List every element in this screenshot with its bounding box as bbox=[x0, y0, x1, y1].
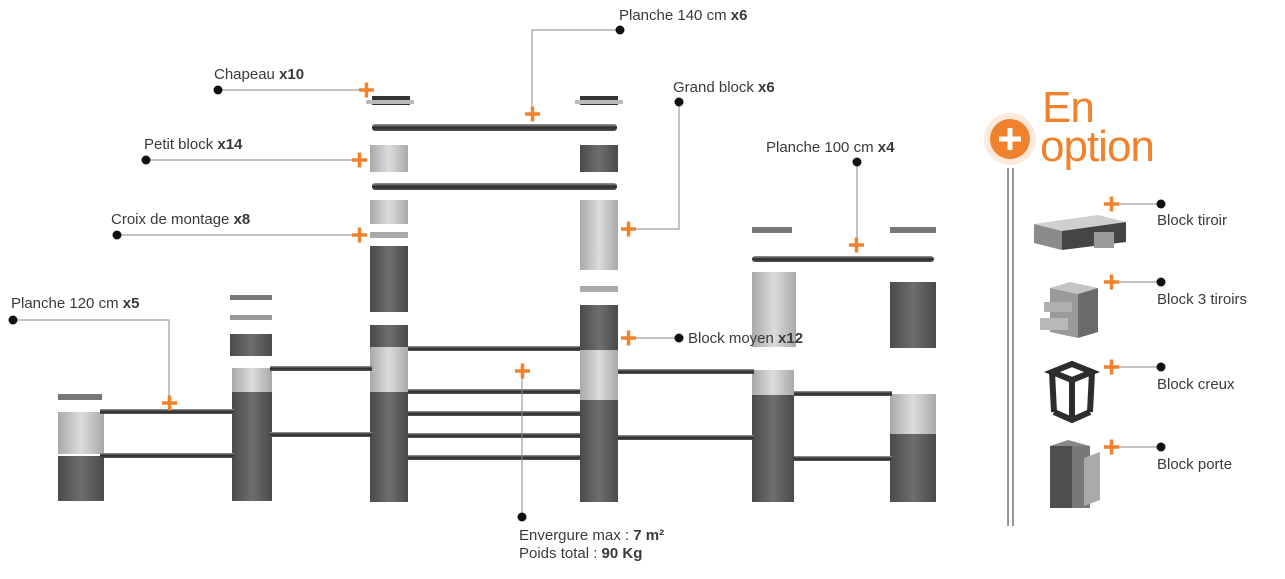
label-block-moyen: Block moyen x12 bbox=[688, 330, 803, 348]
drawer-block-icon bbox=[1034, 215, 1126, 250]
kit-summary: Envergure max : 7 m² Poids total : 90 Kg bbox=[519, 527, 664, 563]
option-label-block-tiroir: Block tiroir bbox=[1157, 212, 1227, 229]
qty-planche-140: x6 bbox=[731, 7, 748, 24]
option-plus-icon bbox=[984, 113, 1036, 165]
option-label-block-porte: Block porte bbox=[1157, 456, 1232, 473]
qty-block-moyen: x12 bbox=[778, 330, 803, 347]
label-planche-140: Planche 140 cm x6 bbox=[619, 7, 747, 25]
label-chapeau: Chapeau x10 bbox=[214, 66, 304, 84]
three-drawer-block-icon bbox=[1040, 282, 1098, 338]
label-petit-block: Petit block x14 bbox=[144, 136, 242, 154]
option-label-block-creux: Block creux bbox=[1157, 376, 1235, 393]
qty-petit-block: x14 bbox=[217, 136, 242, 153]
envergure-line: Envergure max : 7 m² bbox=[519, 527, 664, 545]
option-title-line2: option bbox=[1040, 127, 1154, 167]
qty-chapeau: x10 bbox=[279, 66, 304, 83]
qty-planche-100: x4 bbox=[878, 139, 895, 156]
qty-croix: x8 bbox=[234, 211, 251, 228]
assembled-shelf bbox=[58, 227, 936, 502]
option-label-block-3-tiroirs: Block 3 tiroirs bbox=[1157, 291, 1247, 308]
envergure-value: 7 m² bbox=[633, 527, 664, 544]
plus-markers bbox=[162, 83, 1119, 455]
poids-value: 90 Kg bbox=[602, 545, 643, 562]
chapeau-part bbox=[366, 96, 623, 105]
grand-block-part bbox=[580, 200, 618, 270]
door-block-icon bbox=[1050, 440, 1100, 508]
poids-line: Poids total : 90 Kg bbox=[519, 545, 664, 563]
qty-planche-120: x5 bbox=[123, 295, 140, 312]
qty-grand-block: x6 bbox=[758, 79, 775, 96]
label-planche-100: Planche 100 cm x4 bbox=[766, 139, 894, 157]
label-grand-block: Grand block x6 bbox=[673, 79, 775, 97]
label-croix-de-montage: Croix de montage x8 bbox=[111, 211, 250, 229]
label-planche-120: Planche 120 cm x5 bbox=[11, 295, 139, 313]
hollow-block-icon bbox=[1052, 364, 1092, 420]
option-divider bbox=[1008, 168, 1013, 526]
